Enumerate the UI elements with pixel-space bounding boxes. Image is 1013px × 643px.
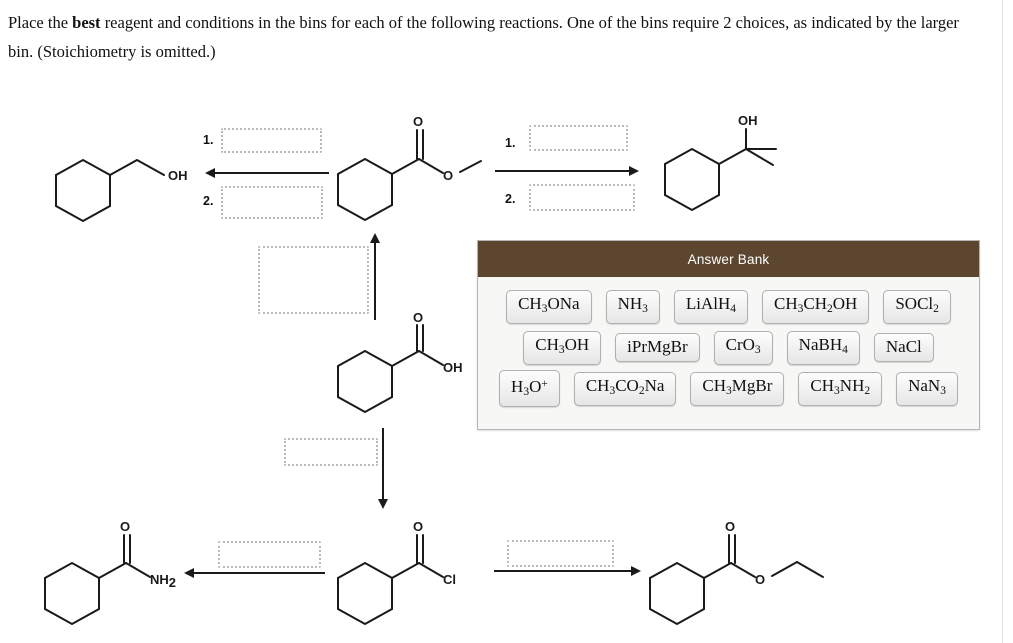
question-prompt: Place the best reagent and conditions in… [8, 8, 968, 66]
bin-right-step-1[interactable] [529, 125, 628, 151]
answer-chip-sodium-borohydride[interactable]: NaBH4 [786, 330, 860, 365]
label-ester-o: O [443, 168, 453, 183]
bin-center-up-large[interactable] [258, 246, 369, 314]
arrowhead-icon [205, 168, 215, 178]
label-cl: Cl [443, 572, 456, 587]
prompt-text-after: reagent and conditions in the bins for e… [8, 13, 959, 61]
label-carbonyl-o: O [725, 519, 735, 534]
answer-chip-methanol[interactable]: CH3OH [523, 330, 602, 365]
arrowhead-icon [370, 233, 380, 243]
reaction-arrow-right-top [495, 166, 639, 176]
prompt-text-bold: best [72, 13, 101, 32]
bin-center-down[interactable] [284, 438, 378, 466]
answer-chip-methylmagnesium-bromide[interactable]: CH3MgBr [690, 371, 785, 406]
molecule-ethyl-cyclohexanecarboxylate: O O [645, 515, 845, 635]
prompt-text-before: Place the [8, 13, 73, 32]
molecule-cyclohexanecarboxamide: O NH2 [40, 515, 200, 635]
answer-bank-title: Answer Bank [478, 241, 979, 277]
answer-chip-methylamine[interactable]: CH3NH2 [798, 371, 883, 406]
answer-chip-ethanol[interactable]: CH3CH2OH [762, 289, 870, 324]
answer-chip-sodium-methoxide[interactable]: CH3ONa [506, 289, 592, 324]
arrowhead-icon [631, 566, 641, 576]
answer-chip-lithium-aluminium-hydride[interactable]: LiAlH4 [673, 289, 749, 324]
answer-chip-sodium-chloride[interactable]: NaCl [873, 333, 934, 362]
label-carbonyl-o: O [413, 310, 423, 325]
bin-bottom-left[interactable] [218, 541, 321, 568]
molecule-cyclohexylmethanol: OH [48, 130, 198, 230]
answer-chip-sodium-acetate[interactable]: CH3CO2Na [573, 371, 677, 406]
label-ester-o: O [755, 572, 765, 587]
reaction-arrow-down [378, 428, 388, 509]
reaction-arrow-left-top [205, 168, 329, 178]
label-nh2: NH2 [150, 572, 176, 590]
reaction-arrow-bottom-left [184, 568, 325, 578]
bin-left-step-1[interactable] [221, 128, 322, 153]
arrowhead-icon [184, 568, 194, 578]
molecule-cyclohexanecarbonyl-chloride: O Cl [333, 515, 493, 635]
answer-chip-isopropylmagnesium-bromide[interactable]: iPrMgBr [615, 333, 700, 362]
answer-chip-chromium-trioxide[interactable]: CrO3 [713, 330, 773, 365]
bin-label-right-1: 1. [505, 136, 516, 150]
arrowhead-icon [378, 499, 388, 509]
answer-chip-hydronium[interactable]: H3O+ [499, 370, 563, 410]
molecule-cyclohexyl-dimethyl-carbinol: OH [660, 112, 810, 232]
answer-chip-ammonia[interactable]: NH3 [605, 289, 660, 324]
answer-bank-row-3: H3O+ CH3CO2Na CH3MgBr CH3NH2 NaN3 [488, 368, 969, 410]
answer-bank-row-1: CH3ONa NH3 LiAlH4 CH3CH2OH SOCl2 [488, 286, 969, 327]
answer-bank-row-2: CH3OH iPrMgBr CrO3 NaBH4 NaCl [488, 327, 969, 368]
answer-bank-body: CH3ONa NH3 LiAlH4 CH3CH2OH SOCl2 CH3OH iPrMgB… [478, 277, 979, 417]
bin-left-step-2[interactable] [221, 186, 323, 219]
label-carbonyl-o: O [120, 519, 130, 534]
answer-bank-panel: Answer Bank CH3ONa NH3 LiAlH4 CH3CH2OH SOCl2… [477, 240, 980, 430]
bin-label-left-1: 1. [203, 133, 214, 147]
bin-bottom-right[interactable] [507, 540, 614, 567]
label-carbonyl-o: O [413, 114, 423, 129]
reaction-arrow-bottom-right [494, 566, 641, 576]
bin-label-left-2: 2. [203, 194, 214, 208]
answer-chip-sodium-azide[interactable]: NaN3 [896, 371, 958, 406]
arrowhead-icon [629, 166, 639, 176]
label-oh: OH [168, 168, 188, 183]
bin-right-step-2[interactable] [529, 184, 635, 211]
reaction-arrow-up [370, 233, 380, 320]
label-oh: OH [443, 360, 463, 375]
answer-chip-thionyl-chloride[interactable]: SOCl2 [883, 289, 951, 324]
label-carbonyl-o: O [413, 519, 423, 534]
bin-label-right-2: 2. [505, 192, 516, 206]
molecule-cyclohexanecarboxylic-acid: O OH [333, 310, 483, 428]
label-oh: OH [738, 113, 758, 128]
molecule-methyl-cyclohexanecarboxylate: O O [333, 112, 493, 232]
